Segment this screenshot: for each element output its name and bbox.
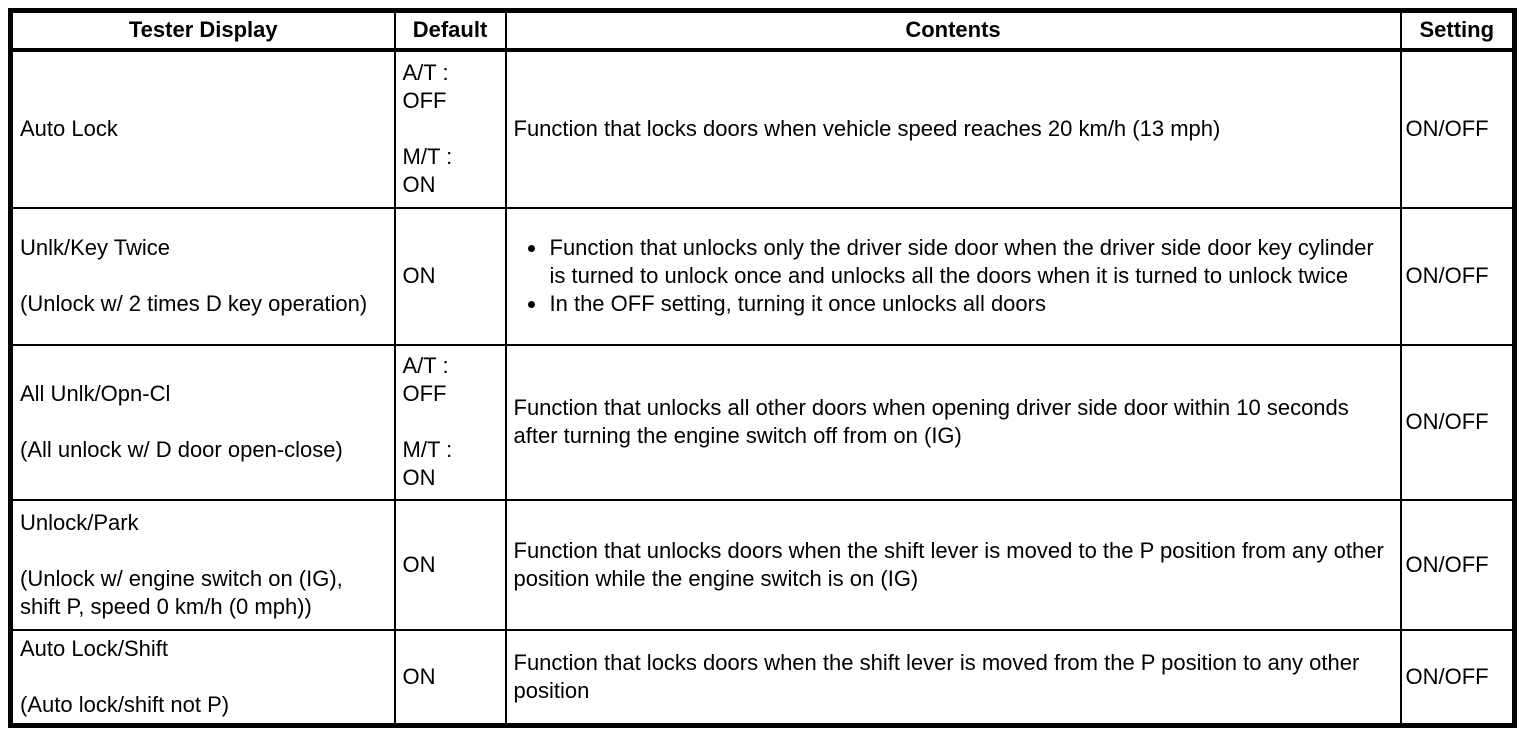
default-cell: ON [393, 206, 507, 346]
setting-cell: ON/OFF [1399, 206, 1516, 346]
setting-cell: ON/OFF [1399, 48, 1516, 209]
table-row-all-unlk-opn-cl: All Unlk/Opn-Cl (All unlock w/ D door op… [9, 343, 1516, 501]
setting-cell: ON/OFF [1399, 498, 1516, 631]
col-header-contents: Contents [504, 9, 1402, 52]
contents-cell: Function that locks doors when the shift… [504, 628, 1402, 726]
tester-display-cell: All Unlk/Opn-Cl (All unlock w/ D door op… [9, 343, 396, 501]
header-row: Tester Display Default Contents Setting [9, 9, 1516, 52]
tester-display-cell: Unlk/Key Twice (Unlock w/ 2 times D key … [9, 206, 396, 346]
bullet-item: Function that unlocks only the driver si… [548, 234, 1393, 290]
table-row-unlk-key-twice: Unlk/Key Twice (Unlock w/ 2 times D key … [9, 206, 1516, 346]
default-cell: A/T : OFF M/T : ON [393, 48, 507, 209]
setting-cell: ON/OFF [1399, 628, 1516, 726]
bullet-item: In the OFF setting, turning it once unlo… [548, 290, 1393, 318]
tester-display-cell: Unlock/Park (Unlock w/ engine switch on … [9, 498, 396, 631]
table-row-auto-lock-shift: Auto Lock/Shift (Auto lock/shift not P) … [9, 628, 1516, 726]
setting-cell: ON/OFF [1399, 343, 1516, 501]
default-cell: A/T : OFF M/T : ON [393, 343, 507, 501]
contents-cell: Function that unlocks all other doors wh… [504, 343, 1402, 501]
tester-display-cell: Auto Lock/Shift (Auto lock/shift not P) [9, 628, 396, 726]
table-row-unlock-park: Unlock/Park (Unlock w/ engine switch on … [9, 498, 1516, 631]
default-cell: ON [393, 498, 507, 631]
col-header-setting: Setting [1399, 9, 1516, 52]
table-row-auto-lock: Auto Lock A/T : OFF M/T : ON Function th… [9, 48, 1516, 209]
contents-bullet-list: Function that unlocks only the driver si… [514, 234, 1393, 318]
customize-settings-table: Tester Display Default Contents Setting … [8, 8, 1517, 728]
col-header-default: Default [393, 9, 507, 52]
default-cell: ON [393, 628, 507, 726]
contents-cell: Function that locks doors when vehicle s… [504, 48, 1402, 209]
tester-display-cell: Auto Lock [9, 48, 396, 209]
col-header-tester-display: Tester Display [9, 9, 396, 52]
contents-cell: Function that unlocks only the driver si… [504, 206, 1402, 346]
contents-cell: Function that unlocks doors when the shi… [504, 498, 1402, 631]
